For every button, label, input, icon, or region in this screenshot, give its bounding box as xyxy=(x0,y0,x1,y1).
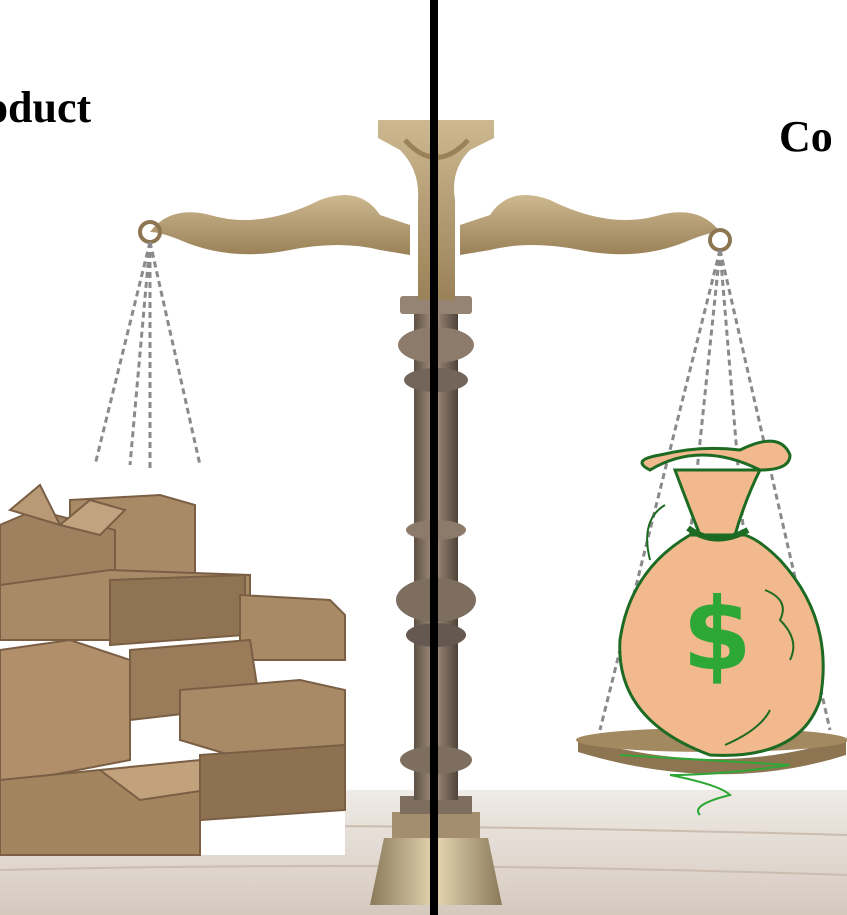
cardboard-boxes-icon xyxy=(0,480,346,856)
product-label: oduct xyxy=(0,83,92,132)
left-chains xyxy=(93,241,202,470)
money-bag-icon xyxy=(618,439,825,816)
cost-label: Co xyxy=(779,112,833,161)
dollar-sign-icon: $ xyxy=(682,576,752,693)
divider-line xyxy=(430,0,438,915)
